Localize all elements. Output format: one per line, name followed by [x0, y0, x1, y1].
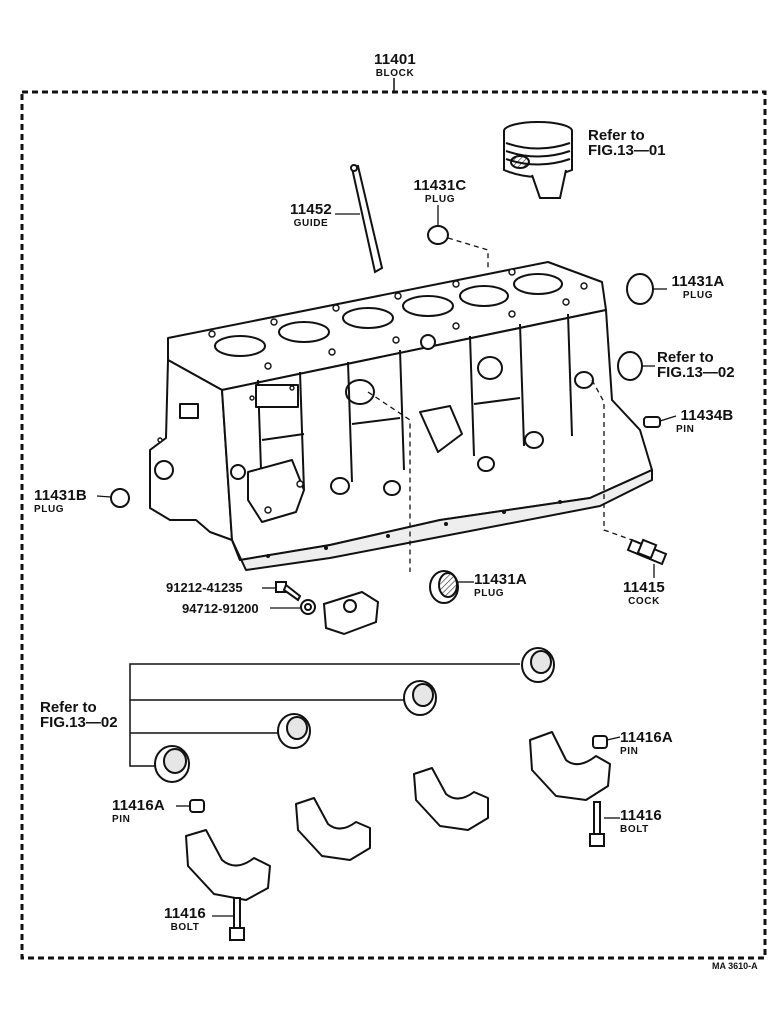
piston-drawing [503, 121, 573, 199]
bracket-drawing [322, 590, 380, 636]
plug-b-drawing [110, 488, 130, 508]
nut-code-label: 94712-91200 [182, 602, 259, 615]
plug-ref: Refer to FIG.13—02 [657, 350, 735, 380]
bearing-ref-line1: Refer to [40, 699, 97, 716]
pin-a-left-number: 11416A [112, 797, 165, 814]
block-number: 11401 [374, 51, 416, 68]
pin-b-number: 11434B [680, 407, 734, 424]
deck-bolt-holes [157, 268, 588, 514]
pin-b-name: PIN [676, 424, 695, 435]
bolt-left-number: 11416 [164, 905, 206, 922]
cock-number: 11415 [623, 579, 665, 596]
plug-a-top-drawing [626, 273, 654, 305]
pin-a-right-number: 11416A [620, 729, 673, 746]
plug-c-number: 11431C [413, 177, 467, 194]
cock-name: COCK [628, 596, 660, 607]
plug-ref-line2: FIG.13—02 [657, 364, 735, 381]
plug-a-mid-label: 11431A PLUG [474, 572, 536, 599]
bearing-ref-bracket [129, 663, 520, 767]
bolt-right-name: BOLT [620, 824, 649, 835]
nut-code-number: 94712-91200 [182, 601, 259, 616]
guide-label: 11452 GUIDE [284, 202, 338, 229]
bolt-left-name: BOLT [170, 922, 200, 933]
small-bolt-drawing [275, 581, 302, 602]
plug-c-dashed-path [447, 237, 489, 268]
figure-code: MA 3610-A [712, 961, 758, 971]
pin-a-right-drawing [592, 735, 608, 749]
cock-drawing [626, 538, 668, 566]
bolt-code-number: 91212-41235 [166, 580, 243, 595]
block-name: BLOCK [375, 68, 415, 79]
plug-a-mid-number: 11431A [474, 571, 527, 588]
plug-ref-drawing [617, 351, 643, 381]
plug-c-name: PLUG [424, 194, 456, 205]
small-nut-drawing [300, 599, 316, 615]
plug-a-mid-name: PLUG [474, 588, 505, 599]
bearing-ref-line2: FIG.13—02 [40, 714, 118, 731]
bearing-shells [154, 647, 555, 783]
plug-b-label: 11431B PLUG [34, 488, 96, 515]
guide-number: 11452 [290, 201, 332, 218]
plug-b-name: PLUG [34, 504, 65, 515]
bolt-right-number: 11416 [620, 807, 662, 824]
plug-ref-line1: Refer to [657, 349, 714, 366]
cock-label: 11415 COCK [620, 580, 668, 607]
guide-drawing [350, 164, 384, 274]
pin-b-leader [659, 415, 677, 422]
bolt-code-label: 91212-41235 [166, 581, 243, 594]
plug-a-mid-drawing [429, 570, 459, 604]
plug-b-leader [96, 495, 112, 498]
engine-block-drawing [149, 261, 653, 571]
flange-holes [266, 500, 562, 558]
pin-a-right-leader [606, 736, 621, 741]
plug-b-number: 11431B [34, 487, 87, 504]
pin-b-label: 11434B PIN [676, 408, 738, 435]
plug-a-top-label: 11431A PLUG [667, 274, 729, 301]
plug-c-drawing [427, 225, 449, 245]
bolt-left-label: 11416 BOLT [160, 906, 210, 933]
piston-ref-line1: Refer to [588, 127, 645, 144]
plug-c-label: 11431C PLUG [408, 178, 472, 205]
bolt-right-drawing [589, 801, 605, 847]
bearing-caps [185, 731, 611, 901]
pin-a-left-label: 11416A PIN [112, 798, 176, 825]
plug-a-top-number: 11431A [671, 273, 725, 290]
pin-a-right-label: 11416A PIN [620, 730, 684, 757]
piston-ref: Refer to FIG.13—01 [588, 128, 666, 158]
plug-a-top-name: PLUG [682, 290, 714, 301]
block-label: 11401 BLOCK [360, 52, 430, 79]
piston-ref-line2: FIG.13—01 [588, 142, 666, 159]
bolt-right-label: 11416 BOLT [620, 808, 670, 835]
pin-a-left-drawing [189, 799, 205, 813]
pin-b-drawing [643, 416, 661, 428]
pin-a-right-name: PIN [620, 746, 639, 757]
pin-a-left-name: PIN [112, 814, 131, 825]
bearing-ref: Refer to FIG.13—02 [40, 700, 118, 730]
cock-dashed-path [591, 379, 633, 541]
bolt-left-drawing [229, 897, 245, 941]
guide-name: GUIDE [293, 218, 329, 229]
